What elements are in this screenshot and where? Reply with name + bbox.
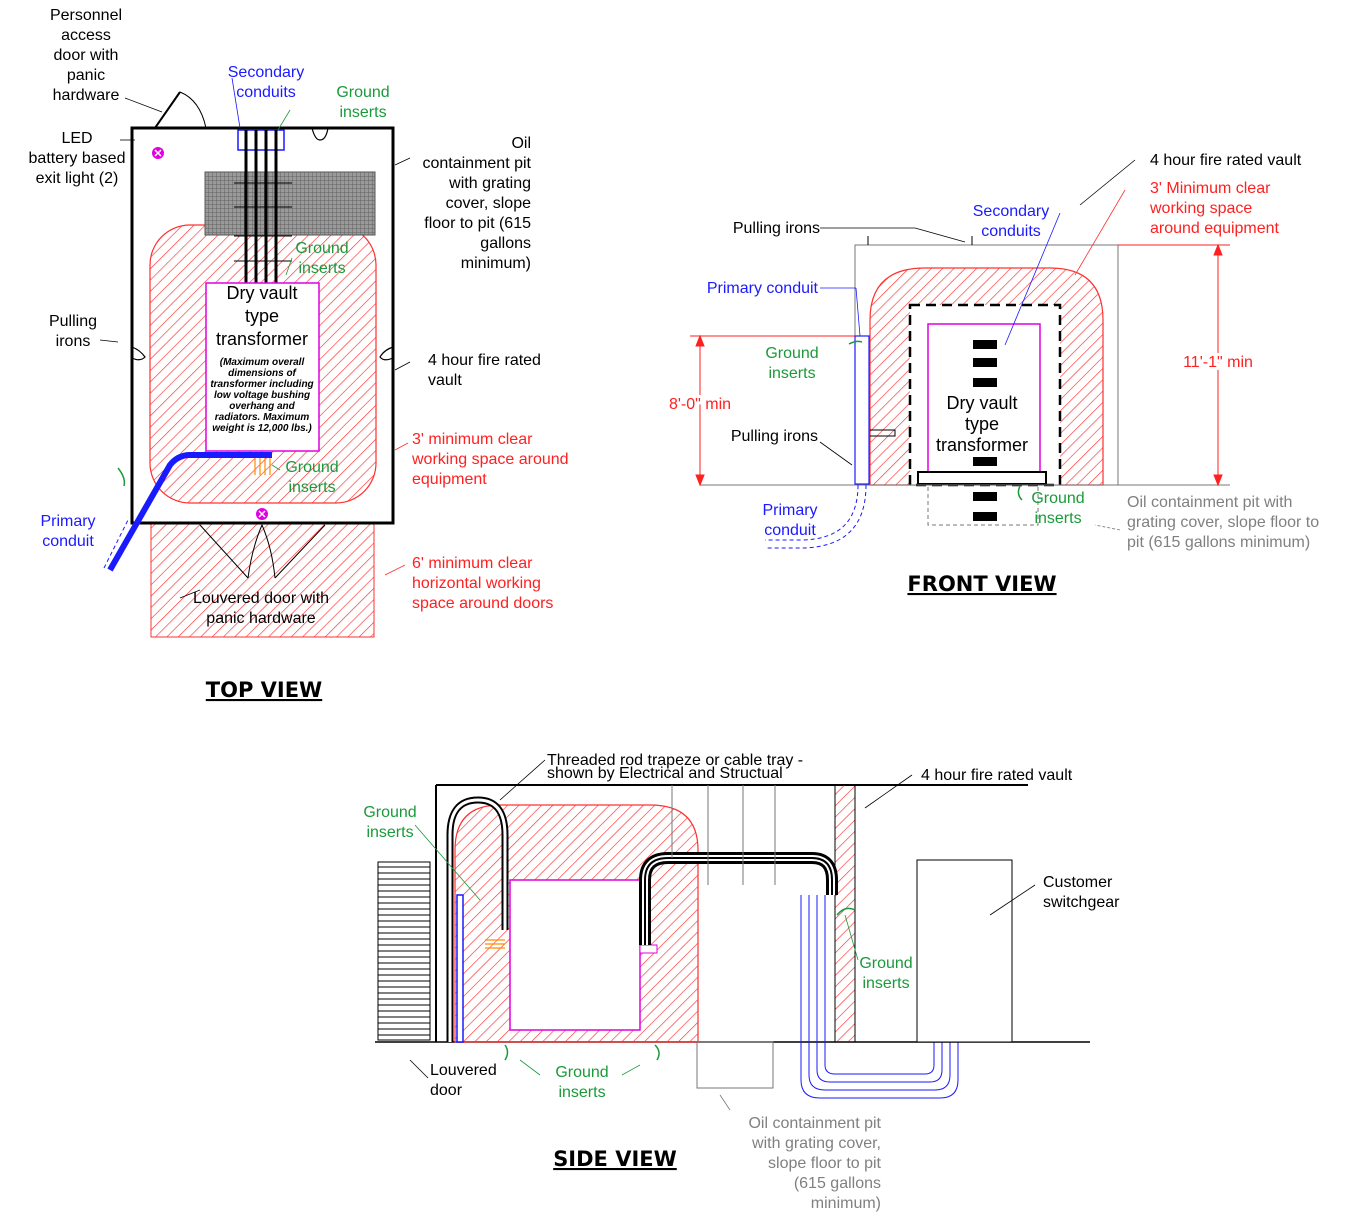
side-view-labels: Threaded rod trapeze or cable tray -show… — [363, 752, 1120, 1212]
fire-vault-label: 4 hour fire rated — [428, 352, 541, 369]
primary-conduit-label: Primary conduit — [707, 280, 819, 297]
oil-pit-label: Oil containment pit with — [1127, 494, 1292, 511]
personnel-door-label: Personnel — [50, 7, 122, 24]
transformer-label: Dry vault — [226, 283, 297, 303]
vault-wall-right — [834, 784, 856, 1043]
oil-pit-label: Oil — [511, 135, 531, 152]
pulling-irons-label: Pulling irons — [733, 220, 820, 237]
ground-inserts-label: Ground — [295, 240, 348, 257]
fire-vault-label: 4 hour fire rated vault — [921, 767, 1073, 784]
louvered-door-label: Louvered door with — [193, 590, 329, 607]
transformer-side — [509, 879, 641, 1031]
customer-switchgear-label: Customer — [1043, 874, 1113, 891]
customer-switchgear — [916, 859, 1013, 1043]
louvered-door-side — [377, 861, 431, 1041]
top-view — [99, 77, 411, 638]
led-exit-label: LED — [61, 130, 92, 147]
secondary-conduits-label: Secondary — [228, 64, 305, 81]
max-height-label: 11'-1" min — [1183, 354, 1253, 371]
primary-conduit-label: Primary — [762, 502, 817, 519]
ground-inserts-label: Ground — [285, 459, 338, 476]
front-view — [690, 159, 1230, 549]
door-clearance-zone — [150, 522, 375, 638]
ground-inserts-label: Ground — [1031, 490, 1084, 507]
pulling-irons-label: Pulling irons — [731, 428, 818, 445]
min-height-label: 8'-0" min — [669, 396, 731, 413]
exit-light-icon — [256, 508, 268, 520]
ground-inserts-label: Ground — [336, 84, 389, 101]
side-view-title: SIDE VIEW — [553, 1147, 677, 1171]
pulling-irons-label: Pulling — [49, 313, 97, 330]
ground-inserts-label: Ground — [555, 1064, 608, 1081]
clear-space-label: 3' minimum clear — [412, 431, 533, 448]
secondary-conduits-label: Secondary — [973, 203, 1050, 220]
clear-space-label: 3' Minimum clear — [1150, 180, 1271, 197]
svg-text:Threaded rod trapeze or cable: Threaded rod trapeze or cable tray -show… — [547, 752, 803, 782]
louvered-door-label: Louvered — [430, 1062, 497, 1079]
oil-pit-grating — [204, 171, 376, 236]
front-view-labels: 4 hour fire rated vault 3' Minimum clear… — [666, 152, 1319, 596]
transformer-label: Dry vault — [946, 393, 1017, 413]
personnel-door-leaf — [154, 91, 181, 129]
primary-conduit-label: Primary — [40, 513, 95, 530]
side-view — [375, 759, 1090, 1111]
oil-pit-label: Oil containment pit — [748, 1115, 881, 1132]
oil-pit-side — [696, 1041, 774, 1089]
ground-inserts-label: Ground — [765, 345, 818, 362]
vault-walls-top — [130, 126, 395, 525]
transformer-note: (Maximum overall — [220, 357, 305, 368]
front-view-title: FRONT VIEW — [907, 572, 1056, 596]
transformer-top — [205, 282, 320, 452]
exit-light-icon — [152, 147, 164, 159]
ground-inserts-label: Ground — [859, 955, 912, 972]
primary-conduit-top — [107, 452, 272, 572]
fire-vault-label: 4 hour fire rated vault — [1150, 152, 1302, 169]
trapeze-label: Threaded rod trapeze or cable tray - — [547, 752, 803, 769]
door-clearance-label: 6' minimum clear — [412, 555, 533, 572]
top-view-title: TOP VIEW — [206, 678, 322, 702]
ground-inserts-label: Ground — [363, 804, 416, 821]
